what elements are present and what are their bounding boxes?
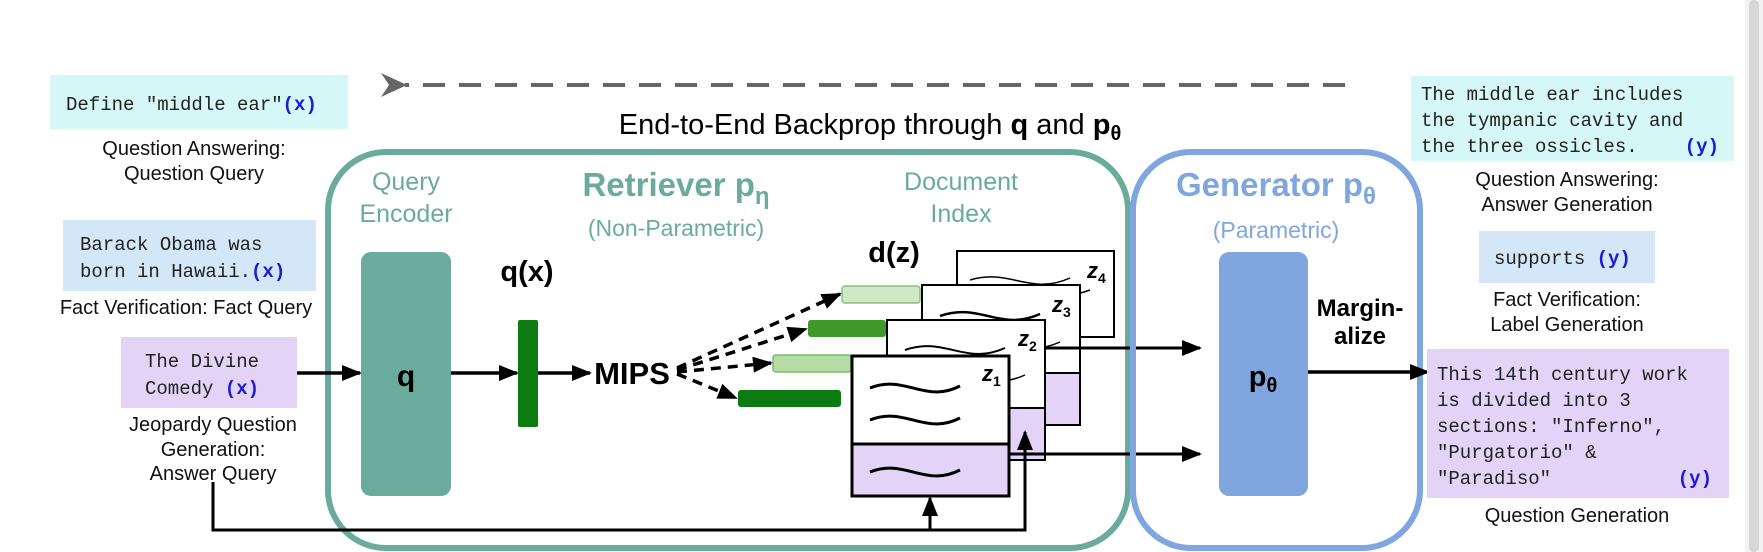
question-gen-caption: Question Generation	[1485, 505, 1670, 527]
jeopardy-query-line-1: The Divine	[145, 351, 259, 373]
query-encoder-q: q	[397, 360, 415, 393]
z4-label: z4	[1086, 258, 1106, 286]
document-index-label-1: Document	[904, 168, 1018, 196]
mips-arrow-2	[676, 356, 773, 374]
question-gen-line-5: "Paradiso"	[1437, 468, 1551, 490]
fact-query-caption: Fact Verification: Fact Query	[60, 297, 312, 319]
qa-answer-line-2: the tympanic cavity and	[1421, 110, 1683, 132]
generator-subtitle: (Parametric)	[1213, 217, 1340, 243]
question-gen-line-3: sections: "Inferno",	[1437, 416, 1665, 438]
input-to-docs-line	[211, 430, 1033, 532]
backprop-label: End-to-End Backprop through q and pθ	[619, 109, 1122, 145]
retriever-title: Retriever pη	[582, 166, 769, 210]
question-gen-tag: (y)	[1678, 468, 1712, 490]
qa-answer-box	[1411, 76, 1734, 161]
mips-arrow-4	[676, 292, 842, 370]
jeopardy-caption-2: Generation:	[161, 439, 266, 461]
fact-label-box	[1479, 231, 1655, 283]
qa-query-text: Define "middle ear"(x)	[66, 94, 317, 116]
generator-block	[1219, 252, 1308, 496]
mips-label: MIPS	[594, 356, 670, 391]
fact-query-box	[63, 220, 316, 291]
jeopardy-query-line-2: Comedy (x)	[145, 378, 259, 400]
jeopardy-caption-3: Answer Query	[150, 463, 277, 485]
doc-vector-4	[841, 285, 921, 304]
vertical-scrollbar-thumb[interactable]	[1749, 0, 1759, 552]
qa-answer-line-3: the three ossicles.	[1421, 136, 1638, 158]
query-encoder-label-1: Query	[372, 168, 441, 196]
jeopardy-caption-1: Jeopardy Question	[129, 414, 297, 436]
mips-arrow-3	[676, 326, 808, 372]
generator-container	[1130, 149, 1423, 551]
qa-answer-caption-2: Answer Generation	[1481, 194, 1652, 216]
jeopardy-query-box	[121, 337, 297, 408]
doc-vector-2	[772, 354, 852, 373]
generator-title: Generator pθ	[1176, 166, 1376, 210]
doc-vector-3	[808, 320, 886, 337]
question-gen-line-1: This 14th century work	[1437, 364, 1688, 386]
qx-vector	[518, 320, 538, 427]
retriever-container	[325, 149, 1131, 551]
question-gen-line-4: "Purgatorio" &	[1437, 442, 1597, 464]
marginalize-label-2: alize	[1334, 323, 1386, 350]
fact-query-line-1: Barack Obama was	[80, 234, 262, 256]
marginalize-label-1: Margin-	[1317, 295, 1404, 322]
question-gen-line-2: is divided into 3	[1437, 390, 1631, 412]
fact-query-line-2: born in Hawaii.(x)	[80, 261, 285, 283]
qa-answer-line-1: The middle ear includes	[1421, 84, 1683, 106]
fact-label-caption-2: Label Generation	[1490, 314, 1643, 336]
z3-label: z3	[1051, 292, 1071, 320]
generator-block-label: pθ	[1249, 361, 1278, 397]
qa-query-box	[50, 75, 348, 129]
question-gen-box	[1427, 349, 1729, 498]
document-z1: z1	[850, 354, 1011, 498]
qa-answer-tag: (y)	[1685, 136, 1719, 158]
document-index-label-2: Index	[930, 200, 992, 228]
query-encoder-block	[361, 252, 451, 496]
mips-arrow-1	[676, 372, 738, 400]
z2-label: z2	[1017, 326, 1037, 354]
qa-query-caption-2: Question Query	[124, 163, 264, 185]
fact-label-text: supports (y)	[1494, 248, 1631, 270]
qx-label: q(x)	[500, 256, 553, 288]
query-encoder-label-2: Encoder	[359, 200, 452, 228]
doc-vector-1	[738, 390, 841, 407]
fact-label-caption-1: Fact Verification:	[1493, 289, 1641, 311]
z1-label: z1	[981, 361, 1001, 389]
dz-label: d(z)	[868, 237, 920, 269]
retriever-subtitle: (Non-Parametric)	[588, 215, 764, 241]
qa-answer-caption-1: Question Answering:	[1475, 169, 1658, 191]
qa-query-caption-1: Question Answering:	[102, 138, 285, 160]
